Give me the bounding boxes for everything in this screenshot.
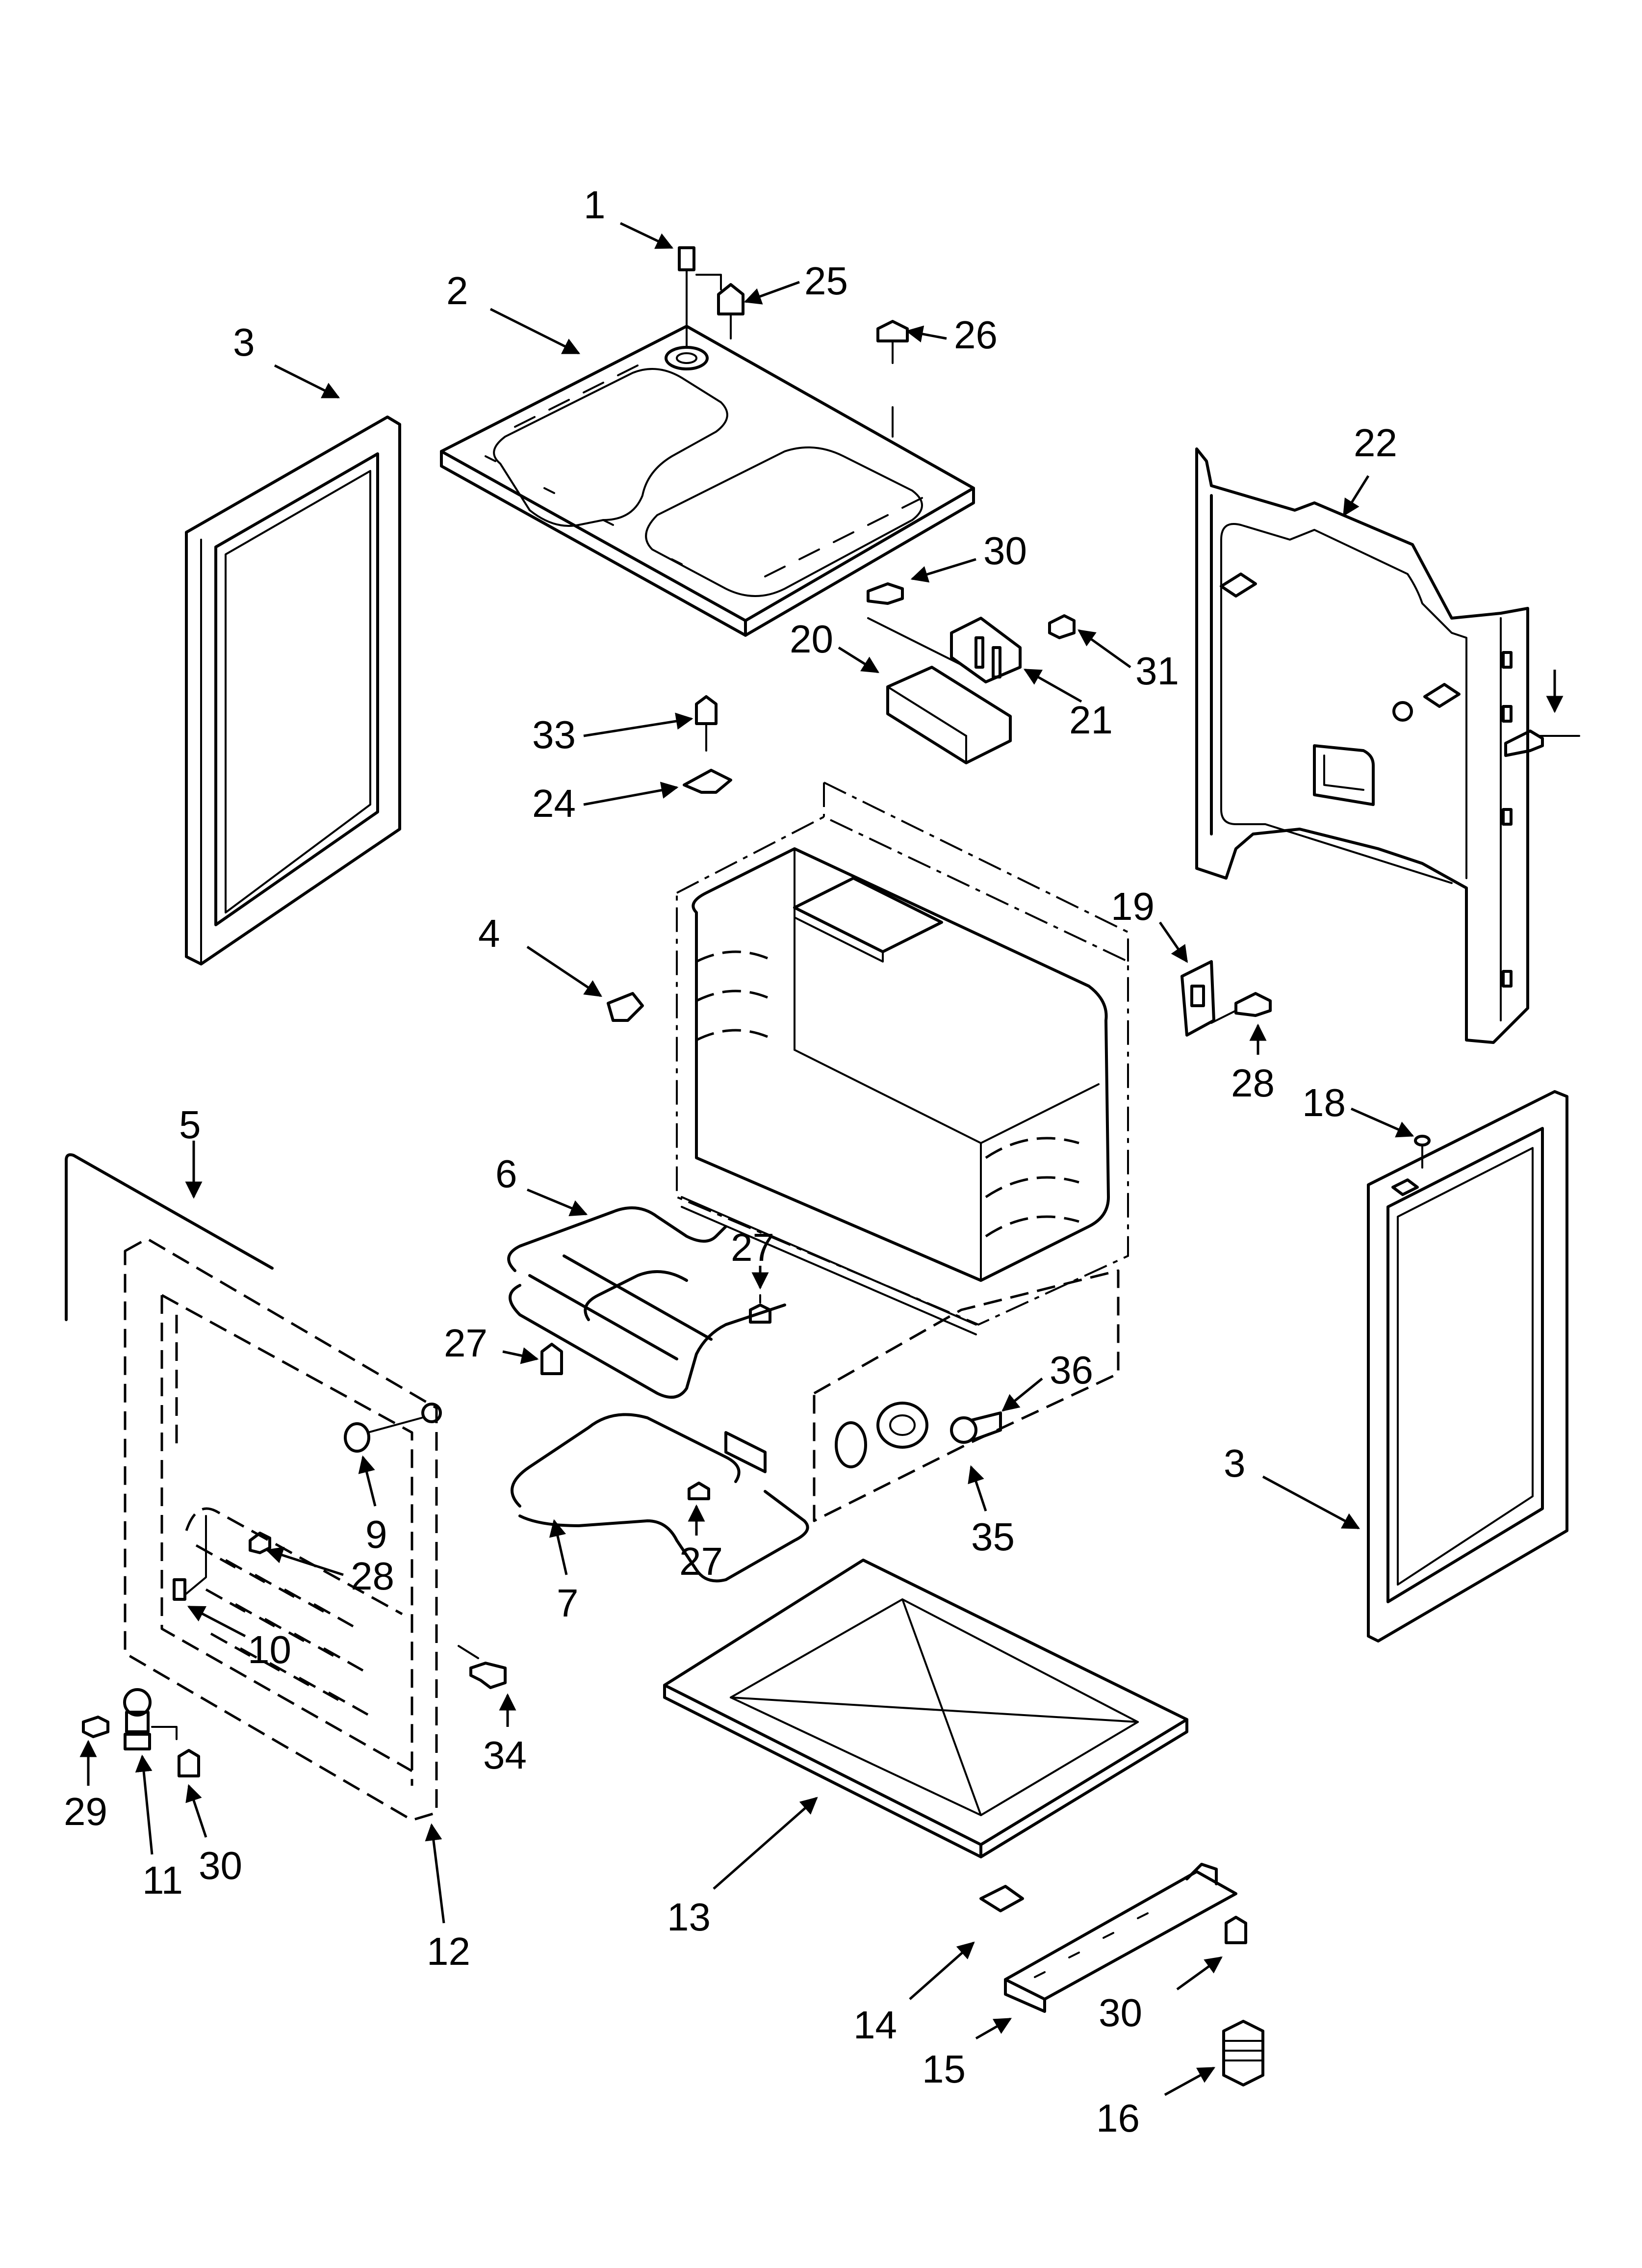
part-34-screw xyxy=(458,1645,507,1689)
callout-3-right: 3 xyxy=(1224,1441,1246,1485)
part-24-clip xyxy=(683,769,732,794)
callout-3-left: 3 xyxy=(233,320,255,364)
callout-7: 7 xyxy=(557,1581,579,1625)
callout-28-left: 28 xyxy=(351,1554,394,1598)
part-33-screw xyxy=(695,695,718,752)
callout-27-bottom: 27 xyxy=(679,1539,723,1583)
callout-22: 22 xyxy=(1354,421,1397,465)
cooktop-panel xyxy=(440,325,975,637)
rear-panel xyxy=(1195,447,1529,1044)
part-31-screw xyxy=(1048,614,1076,639)
part-13-bottom-panel xyxy=(663,1559,1188,1858)
callout-2: 2 xyxy=(446,269,468,313)
part-36-bulb xyxy=(950,1411,1002,1444)
part-7-bake-element xyxy=(511,1413,809,1583)
callout-14: 14 xyxy=(853,2003,897,2047)
callout-33: 33 xyxy=(532,713,576,756)
callout-6: 6 xyxy=(495,1152,517,1196)
right-side-panel xyxy=(1367,1090,1568,1642)
part-9-grommet xyxy=(344,1417,423,1453)
part-18-plug xyxy=(1414,1135,1431,1169)
callout-28-right: 28 xyxy=(1231,1061,1275,1105)
part-28-screw-right xyxy=(1210,992,1272,1024)
oven-cavity xyxy=(676,782,1129,1335)
part-25-screw xyxy=(717,283,744,339)
part-27-screw-a xyxy=(540,1343,563,1375)
part-30-screw-left xyxy=(178,1749,200,1777)
callout-18: 18 xyxy=(1302,1081,1346,1124)
part-27-screw-b xyxy=(749,1294,771,1324)
callout-19: 19 xyxy=(1111,885,1155,928)
part-15-leveling-rail xyxy=(1004,1863,1237,2013)
callout-21: 21 xyxy=(1069,698,1113,742)
part-29-screw xyxy=(82,1716,109,1738)
callout-34: 34 xyxy=(483,1733,527,1777)
callout-30-bottom: 30 xyxy=(1099,1991,1142,2034)
callout-30-left: 30 xyxy=(199,1844,242,1887)
part-35-light-assembly xyxy=(813,1269,1120,1522)
callout-13: 13 xyxy=(667,1895,711,1939)
part-30-screw-bottom xyxy=(1225,1916,1247,1944)
left-side-panel xyxy=(185,416,401,965)
callout-31: 31 xyxy=(1135,649,1179,693)
callout-25: 25 xyxy=(804,259,848,303)
callout-10: 10 xyxy=(248,1628,291,1671)
callout-36: 36 xyxy=(1050,1348,1093,1392)
part-5-gasket xyxy=(65,1153,274,1321)
callout-5: 5 xyxy=(179,1103,201,1147)
callout-12: 12 xyxy=(427,1929,470,1973)
callout-20: 20 xyxy=(790,617,833,661)
callout-35: 35 xyxy=(971,1515,1015,1559)
part-14-clip xyxy=(979,1885,1024,1912)
callout-27-top: 27 xyxy=(731,1225,774,1269)
part-1-screw xyxy=(678,246,722,347)
part-26-screw xyxy=(876,320,909,438)
callout-11: 11 xyxy=(142,1858,183,1902)
callout-27-left: 27 xyxy=(444,1321,487,1365)
part-19-bracket xyxy=(1180,960,1215,1037)
part-30-screw-right xyxy=(1504,730,1580,757)
part-21-terminal-block xyxy=(950,617,1022,683)
callout-15: 15 xyxy=(922,2047,966,2091)
part-20-bracket xyxy=(886,666,1012,764)
part-11-lamp-socket xyxy=(123,1688,178,1750)
part-10-clip xyxy=(173,1515,207,1601)
part-12-front-frame xyxy=(124,1237,442,1822)
callout-labels: 1 2 3 25 26 22 30 20 31 21 33 24 4 19 28… xyxy=(64,183,1397,2140)
callout-24: 24 xyxy=(532,782,576,825)
part-16-leveling-leg xyxy=(1222,2020,1264,2086)
callout-1: 1 xyxy=(584,183,606,227)
callout-30-mid: 30 xyxy=(983,529,1027,573)
callout-4: 4 xyxy=(478,912,500,955)
callout-29: 29 xyxy=(64,1790,107,1833)
part-6-broil-element xyxy=(507,1206,786,1399)
callout-26: 26 xyxy=(954,313,998,357)
callout-16: 16 xyxy=(1096,2096,1140,2140)
part-30-screw-mid xyxy=(867,582,967,668)
part-27-screw-c xyxy=(688,1482,710,1500)
part-4-clip xyxy=(607,992,644,1022)
leader-arrows xyxy=(79,222,1564,2096)
callout-9: 9 xyxy=(365,1512,387,1556)
